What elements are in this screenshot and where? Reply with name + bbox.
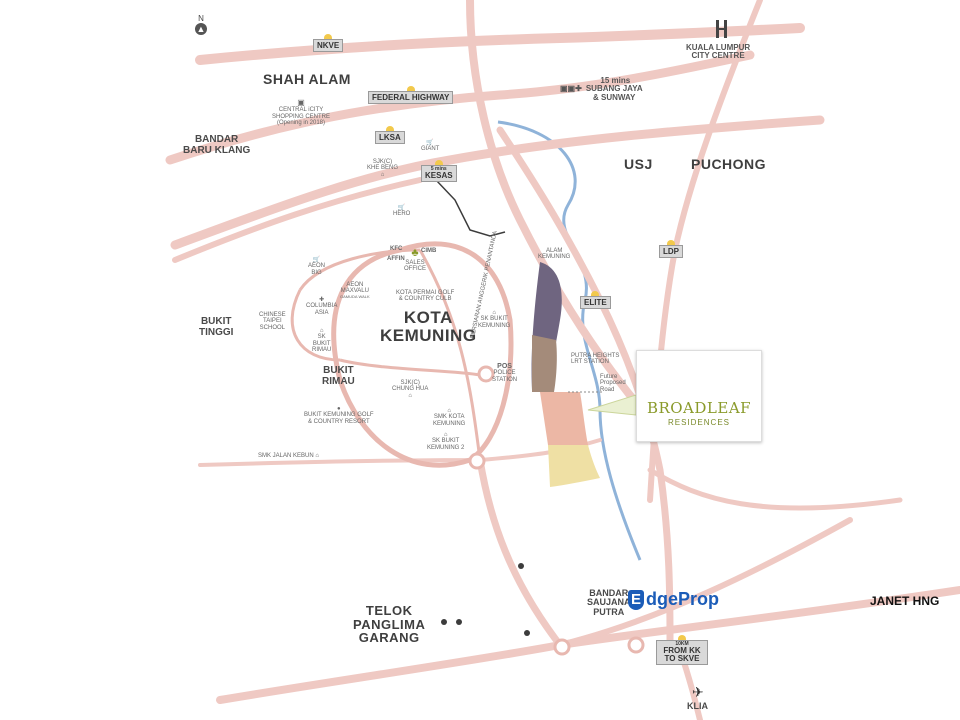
- bank-icon: ▣▣✚: [560, 84, 582, 94]
- edgeprop-badge: E: [628, 589, 644, 610]
- callout-pointer: [587, 394, 637, 416]
- poi-kota-permai-golf: KOTA PERMAI GOLF& COUNTRY CULB: [396, 290, 455, 303]
- area-puchong: PUCHONG: [691, 156, 767, 172]
- road-east-diag: [647, 467, 903, 511]
- school-icon: ⌂: [443, 432, 448, 438]
- school-icon: ⌂: [447, 408, 451, 414]
- development-subtitle: RESIDENCES: [667, 418, 730, 427]
- tree-icon: ♣: [411, 247, 419, 259]
- hospital-icon: ✚: [319, 297, 325, 303]
- agent-name: JANET HNG: [870, 594, 940, 608]
- road-kk-south: [476, 456, 564, 649]
- poi-affin: AFFIN: [387, 256, 405, 262]
- highway-federal: FEDERAL HIGHWAY: [368, 86, 454, 104]
- highway-ldp: LDP: [659, 240, 683, 258]
- broadleaf-residences-card: BROADLEAF RESIDENCES: [636, 350, 762, 442]
- road-skve-east: [557, 517, 853, 648]
- mall-icon: ▣: [297, 98, 305, 107]
- area-subang: 15 mins ▣▣✚ SUBANG JAYA& SUNWAY: [560, 76, 643, 102]
- poi-giant: 🛒GIANT: [421, 140, 440, 153]
- poi-kfc: KFC: [390, 246, 403, 252]
- poi-hero: 🛒HERO: [393, 205, 411, 218]
- cart-icon: 🛒: [426, 140, 434, 146]
- poi-sjkc-khe-beng: SJK(C)KHE BENG ⌂: [367, 159, 399, 178]
- road-federal: [165, 50, 755, 165]
- plot-pink: [540, 392, 588, 445]
- golf-icon: ●: [336, 406, 341, 412]
- area-usj: USJ: [624, 156, 653, 172]
- north-label: N: [198, 14, 204, 23]
- klcc-towers-icon: [716, 20, 727, 38]
- road-vertical-east: [466, 0, 654, 424]
- compass-north-icon: N ▲: [192, 14, 210, 40]
- school-icon: ⌂: [380, 171, 385, 178]
- development-name: BROADLEAF: [646, 399, 752, 417]
- roundabouts: [468, 365, 645, 656]
- school-icon: ⌂: [492, 310, 496, 316]
- poi-pos: POS: [497, 363, 512, 370]
- poi-cimb: CIMB: [421, 248, 437, 254]
- poi-smk-jalan-kebun: SMK JALAN KEBUN ⌂: [258, 453, 319, 459]
- road-west: [172, 177, 423, 263]
- road-nkve: [195, 23, 805, 65]
- access-route: [435, 179, 506, 237]
- edgeprop-logo: E dgeProp: [628, 589, 719, 610]
- plot-yellow: [548, 445, 600, 487]
- location-dots: [441, 563, 530, 636]
- school-icon: ⌂: [315, 453, 319, 459]
- cart-icon: 🛒: [312, 257, 321, 263]
- area-klia: KLIA: [687, 701, 708, 711]
- highway-elite: ELITE: [580, 291, 611, 309]
- poi-sjkc-chung-hua: SJK(C)CHUNG HUA ⌂: [392, 380, 429, 399]
- school-icon: ⌂: [319, 328, 324, 334]
- plane-icon: ✈: [692, 685, 704, 701]
- poi-bukit-kemuning-golf: ●BUKIT KEMUNING GOLF& COUNTRY RESORT: [304, 406, 374, 425]
- highway-nkve: NKVE: [313, 34, 344, 52]
- school-icon: ⌂: [408, 392, 412, 399]
- road-kesas: [170, 115, 825, 250]
- kota-kemuning-ring: [290, 241, 514, 468]
- plot-brown: [532, 335, 557, 392]
- area-shah-alam: SHAH ALAM: [263, 71, 351, 87]
- highway-lksa: LKSA: [375, 126, 405, 144]
- edgeprop-text: dgeProp: [646, 589, 720, 609]
- cart-icon: 🛒: [397, 205, 406, 211]
- road-elite: [496, 126, 674, 644]
